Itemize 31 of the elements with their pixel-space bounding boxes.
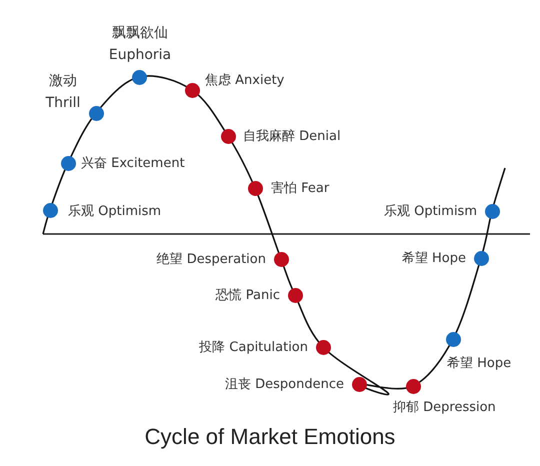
- stage-dot: [42, 202, 58, 218]
- stage-label: 焦虑 Anxiety: [205, 72, 284, 89]
- stage-dot: [474, 250, 488, 266]
- stage-dot: [446, 332, 460, 346]
- stage-dot: [248, 180, 262, 196]
- stage-dot: [406, 378, 420, 394]
- stage-label: 激动 Thrill: [44, 72, 82, 113]
- stage-label: 绝望 Desperation: [156, 251, 266, 268]
- stage-dot: [274, 252, 288, 266]
- stage-label: 兴奋 Excitement: [81, 155, 185, 172]
- stage-dot: [132, 70, 146, 84]
- stage-dot: [220, 128, 236, 144]
- stage-label: 恐慌 Panic: [216, 287, 280, 304]
- stage-dot: [184, 82, 200, 98]
- stage-dot: [484, 204, 500, 218]
- title: Cycle of Market Emotions: [144, 424, 396, 450]
- stage-label: 希望 Hope: [447, 355, 512, 372]
- stage-dot: [60, 156, 76, 170]
- stage-label: 乐观 Optimism: [384, 203, 477, 220]
- stage-label: 飘飘欲仙 Euphoria: [108, 24, 172, 65]
- stage-dot: [352, 376, 366, 392]
- stage-label: 投降 Capitulation: [199, 339, 308, 356]
- stage-dot: [288, 288, 302, 302]
- stage-label: 抑郁 Depression: [393, 399, 496, 416]
- stage-label: 希望 Hope: [402, 250, 466, 267]
- stage-label: 乐观 Optimism: [68, 203, 162, 220]
- stage-label: 害怕 Fear: [271, 180, 330, 197]
- stage-label: 自我麻醉 Denial: [243, 128, 341, 145]
- stage-label: 沮丧 Despondence: [225, 376, 344, 393]
- stage-dot: [88, 106, 104, 120]
- stage-dot: [316, 340, 330, 354]
